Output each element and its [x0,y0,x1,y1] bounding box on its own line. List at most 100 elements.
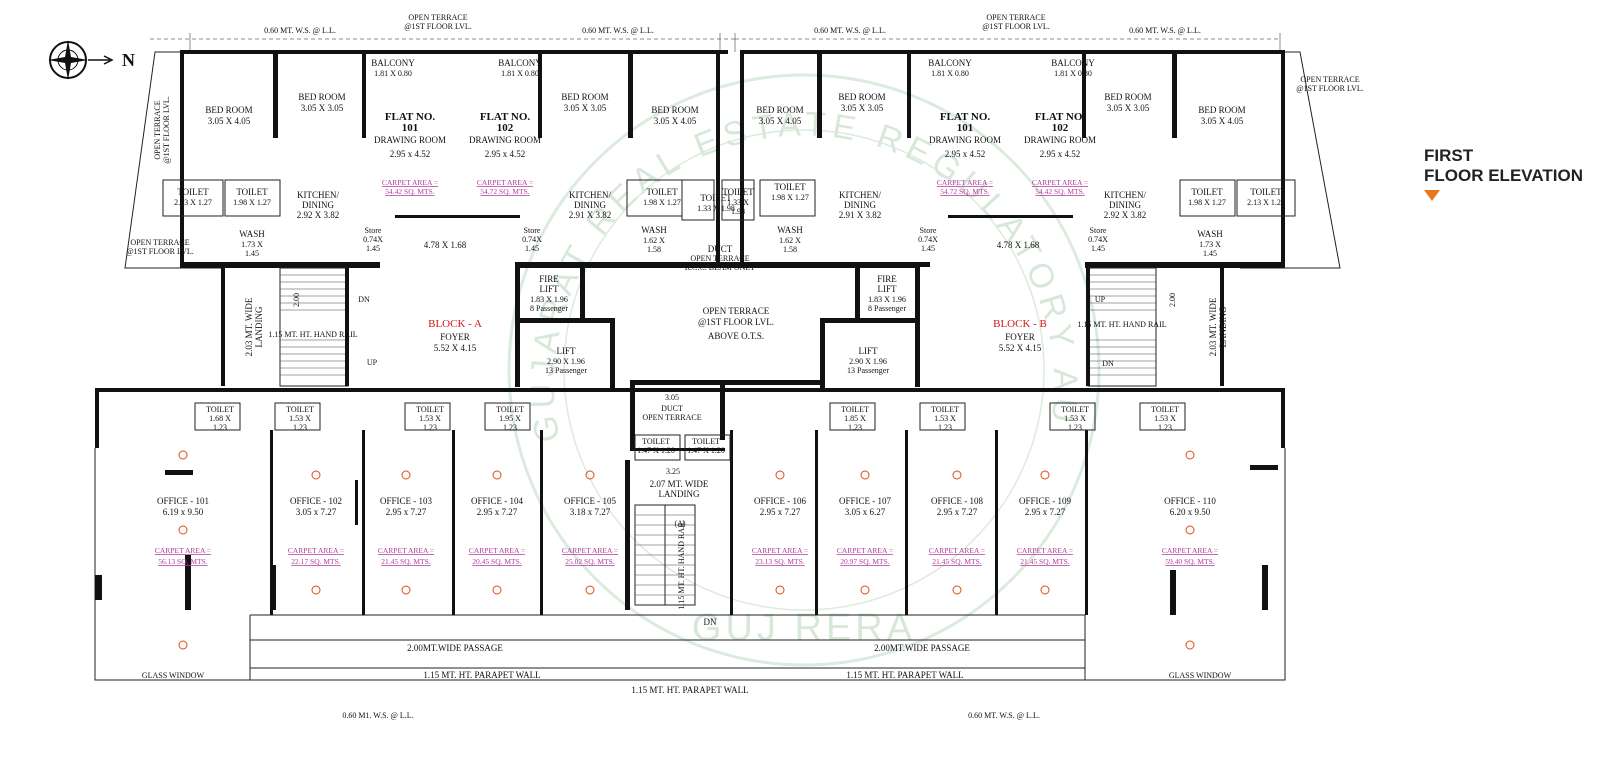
b-wash1-name: WASH [777,225,803,235]
a-toilet2-name: TOILET [236,187,268,197]
b-flat101-dim: 2.95 x 4.52 [945,149,986,159]
b-stair-w: 2.00 [1168,293,1177,307]
a-flat101-carpet-val: 54.42 SQ. MTS. [385,187,435,196]
b-flat102-title: FLAT NO. [1035,111,1086,123]
a-kitchen1-name2: DINING [302,200,334,210]
b-passage-dim: 4.78 X 1.68 [997,240,1040,250]
a-fire-lift-cap: 8 Passenger [530,304,568,313]
center-beam: R.C.C. BEAM ONLY [685,263,756,272]
a-toilet3-dim: 1.98 X 1.27 [643,198,681,207]
a-fire-lift-name2: LIFT [540,284,560,294]
b-foyer: FOYER [1005,332,1035,342]
office-9-area: 21.45 SQ. MTS. [1020,557,1070,566]
office-1-name: OFFICE - 101 [157,496,209,506]
b-kitchen1-name2: DINING [844,200,876,210]
north-label: N [122,50,135,70]
a-store2-name: Store [524,226,541,235]
a-bed4-name: BED ROOM [651,105,698,115]
otoilet-1-dim: 1.68 X [209,414,231,423]
b-dn: DN [1102,359,1114,368]
b-store2-name: Store [1090,226,1107,235]
a-store1-dim: 0.74X [363,235,383,244]
a-wash2-name: WASH [641,225,667,235]
otoilet-7-dim: 1.53 X [1064,414,1086,423]
otoilet-8-name: TOILET [1151,405,1179,414]
a-bed2-name: BED ROOM [298,92,345,102]
otoilet-1-name: TOILET [206,405,234,414]
a-flat102-carpet: CARPET AREA = [477,178,533,187]
a-flat101-title: FLAT NO. [385,111,436,123]
b-flat102-carpet: CARPET AREA = [1032,178,1088,187]
a-flat102-dim: 2.95 x 4.52 [485,149,526,159]
a-wash1-name: WASH [239,229,265,239]
otoilet-3-dim: 1.53 X [419,414,441,423]
a-lift-cap: 13 Passenger [545,366,587,375]
office-5-dim: 3.18 x 7.27 [570,507,611,517]
b-landing: 2.03 MT. WIDE [1208,297,1218,356]
b-flat101-title: FLAT NO. [940,111,991,123]
watermark-arc-text: GUJARAT REAL ESTATE REGULATORY AUTHORITY [0,0,1078,445]
office-5-name: OFFICE - 105 [564,496,617,506]
otoilet-5-dim: 1.85 X [844,414,866,423]
b-balcony2-dim: 1.81 X 0.80 [1054,69,1092,78]
b-flat102-room: DRAWING ROOM [1024,135,1096,145]
a-handrail: 1.15 MT. HT. HAND RAIL [268,330,357,339]
otoilet-4-dim: 1.95 X [499,414,521,423]
a-bed1-name: BED ROOM [205,105,252,115]
b-fire-lift-dim: 1.83 X 1.96 [868,295,906,304]
b-fire-lift-name2: LIFT [878,284,898,294]
drawing-title: FIRST FLOOR ELEVATION [1424,146,1583,201]
north-compass-icon [48,40,114,80]
b-toilet1-name: TOILET [722,187,754,197]
b-bed4-name: BED ROOM [1198,105,1245,115]
office-2-carpet: CARPET AREA = [288,546,344,555]
b-store2-dim: 0.74X [1088,235,1108,244]
office-3-dim: 2.95 x 7.27 [386,507,427,517]
a-passage-dim: 4.78 X 1.68 [424,240,467,250]
office-floor-walls [94,388,1286,681]
terrace-top-a2: @1ST FLOOR LVL. [404,22,472,31]
a-flat102-room: DRAWING ROOM [469,135,541,145]
b-bed2-name: BED ROOM [838,92,885,102]
otoilet-2-name: TOILET [286,405,314,414]
a-bed2-dim: 3.05 X 3.05 [301,103,344,113]
b-balcony1-name: BALCONY [928,58,972,68]
office-10-carpet: CARPET AREA = [1162,546,1218,555]
b-toilet1-dim: 1.33 X [727,198,749,207]
a-balcony2-dim: 1.81 X 0.80 [501,69,539,78]
b-flat101-no: 101 [957,122,974,134]
b-toilet3-dim: 1.98 X 1.27 [1188,198,1226,207]
a-balcony2-name: BALCONY [498,58,542,68]
a-foyer: FOYER [440,332,470,342]
center-toilet-r-name: TOILET [692,437,720,446]
central-core [515,262,930,451]
a-toilet4-name: TOILET [700,193,732,203]
office-10-area: 59.40 SQ. MTS. [1165,557,1215,566]
a-flat102-title: FLAT NO. [480,111,531,123]
a-store1-dim2: 1.45 [366,244,380,253]
parapet-right: 1.15 MT. HT. PARAPET WALL [846,670,963,680]
center-dn: DN [704,617,717,627]
b-lift-dim: 2.90 X 1.96 [849,357,887,366]
otoilet-5-dim2: 1.23 [848,423,862,432]
center-handrail: 1.15 MT. HT. HAND RAIL [677,520,686,609]
otoilet-1-dim2: 1.23 [213,423,227,432]
otoilet-6-dim2: 1.23 [938,423,952,432]
office-4-carpet: CARPET AREA = [469,546,525,555]
b-wash2-dim2: 1.45 [1203,249,1217,258]
a-store2-dim2: 1.45 [525,244,539,253]
office-6-name: OFFICE - 106 [754,496,807,506]
center-toilet-l-name: TOILET [642,437,670,446]
b-toilet2-name: TOILET [774,182,806,192]
a-balcony1-dim: 1.81 X 0.80 [374,69,412,78]
office-7-dim: 3.05 x 6.27 [845,507,886,517]
b-fire-lift-cap: 8 Passenger [868,304,906,313]
office-1-dim: 6.19 x 9.50 [163,507,204,517]
a-toilet1-name: TOILET [177,187,209,197]
otoilet-6-name: TOILET [931,405,959,414]
b-flat101-carpet: CARPET AREA = [937,178,993,187]
a-kitchen2-name: KITCHEN/ [569,190,611,200]
office-4-name: OFFICE - 104 [471,496,524,506]
center-dim-305: 3.05 [665,393,679,402]
